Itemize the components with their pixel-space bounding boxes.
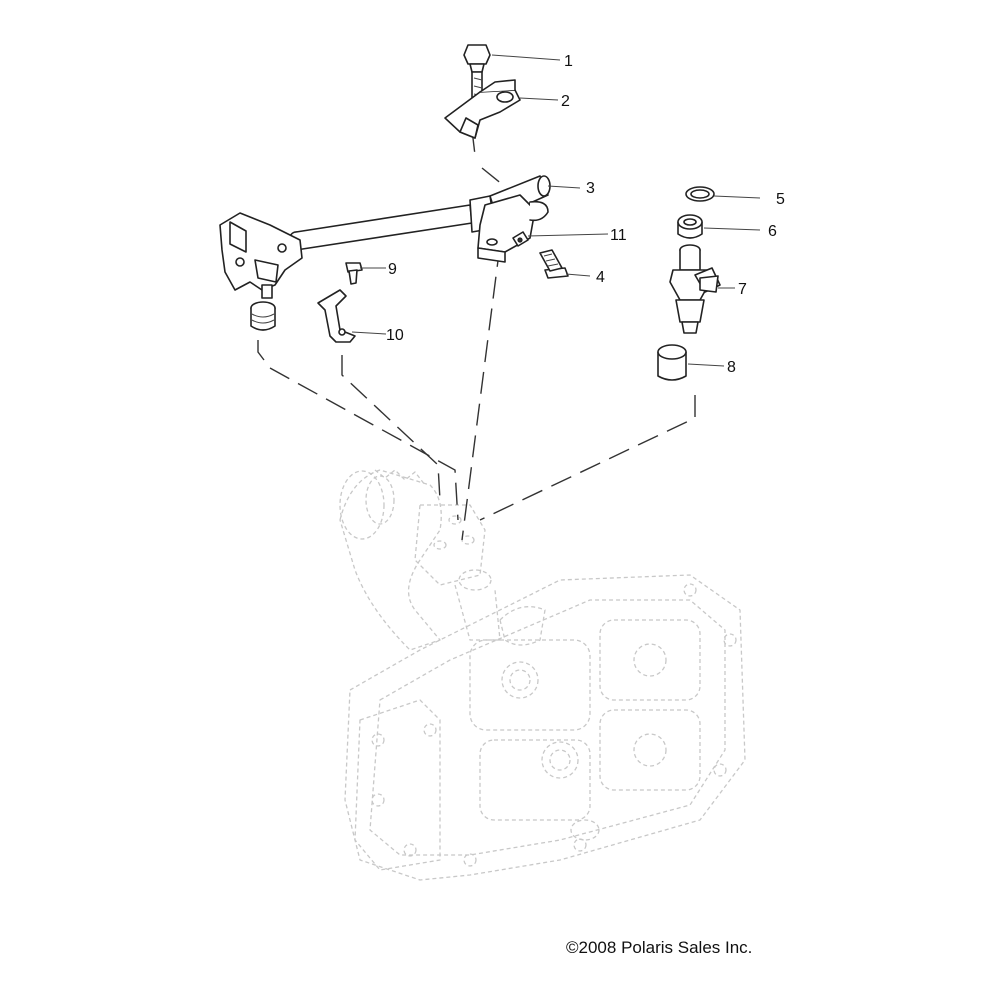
callout-8: 8 [727, 359, 736, 376]
part-8-spacer [657, 344, 687, 381]
callout-10: 10 [386, 327, 404, 344]
callout-3: 3 [586, 180, 595, 197]
callout-5: 5 [776, 191, 785, 208]
part-9-bolt [345, 262, 363, 285]
part-6-grommet [677, 214, 703, 239]
part-5-o-ring [685, 186, 715, 202]
callout-2: 2 [561, 93, 570, 110]
leader-lines [351, 54, 761, 367]
callout-6: 6 [768, 223, 777, 240]
engine-head-ghost [339, 469, 746, 881]
callout-1: 1 [564, 53, 573, 70]
part-4-screw [539, 249, 569, 279]
callout-7: 7 [738, 281, 747, 298]
map-sensor [219, 212, 303, 331]
part-10-bracket [317, 289, 356, 343]
part-11-clip [512, 231, 529, 247]
part-7-fuel-injector [669, 244, 721, 334]
callout-11: 11 [610, 227, 627, 244]
assembly-lines [257, 129, 696, 541]
callout-4: 4 [596, 269, 605, 286]
callout-labels: 1 2 3 4 5 6 7 8 9 10 11 [386, 53, 785, 376]
part-3-fuel-rail [288, 175, 551, 263]
callout-9: 9 [388, 261, 397, 278]
copyright-notice: ©2008 Polaris Sales Inc. [566, 938, 753, 957]
part-2-bracket [444, 79, 521, 139]
